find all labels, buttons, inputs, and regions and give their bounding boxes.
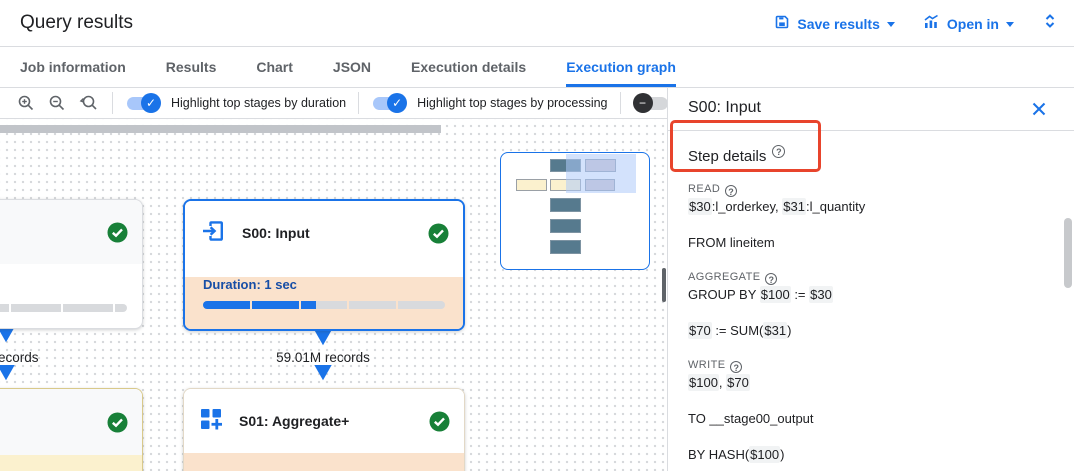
tab-execution-details[interactable]: Execution details [411,58,527,75]
dropdown-caret-icon [886,21,895,27]
close-icon[interactable] [1031,101,1047,117]
step-details-panel: S00: Input Step details? READ?$30:l_orde… [667,88,1074,471]
dropdown-caret-icon [1006,21,1014,27]
minimap-node [550,198,581,212]
panel-content: Step details? READ?$30:l_orderkey, $31:l… [668,145,1074,465]
zoom-in-icon[interactable] [17,94,35,112]
tab-chart[interactable]: Chart [256,58,293,75]
stage-duration-bar [203,301,445,309]
stage-duration-section [184,453,464,471]
toggle-highlight-duration-label: Highlight top stages by duration [171,96,347,110]
graph-toolbar: ✓ Highlight top stages by duration ✓ Hig… [0,88,668,119]
stage-card-s01[interactable]: S01: Aggregate+ [183,388,465,471]
tab-bar: Job information Results Chart JSON Execution… [0,47,1074,88]
step-section-label: READ? [688,181,1054,197]
completed-check-icon [428,223,449,244]
help-icon[interactable]: ? [772,145,786,158]
panel-scrollbar[interactable] [1064,218,1072,288]
stage-card-s00[interactable]: S00: Input Duration: 1 sec [183,199,465,331]
tab-results[interactable]: Results [165,58,217,75]
stage-card-partial-top[interactable] [0,199,143,329]
step-detail-line: GROUP BY $100 := $30 [688,286,833,303]
step-details-heading: Step details? [688,145,1054,165]
stage-card-partial-bottom[interactable] [0,388,143,471]
graph-vertical-scrollbar[interactable] [662,268,666,302]
panel-title: S00: Input [688,99,761,116]
tab-job-information[interactable]: Job information [20,58,126,75]
step-detail-line: BY HASH($100) [688,446,785,463]
step-detail-line: $30:l_orderkey, $31:l_quantity [688,198,866,215]
toolbar-divider [619,92,621,114]
help-icon[interactable]: ? [725,185,738,197]
stage-processing-section [0,455,142,471]
save-results-button[interactable]: Save results [774,14,895,33]
completed-check-icon [429,411,450,432]
edge-records-label-partial: ecords [0,350,39,365]
page-title: Query results [20,12,133,33]
minimap-node [550,219,581,233]
stage-title: S01: Aggregate+ [239,413,350,429]
save-icon [774,14,790,33]
completed-check-icon [107,412,128,433]
minimap-viewport[interactable] [566,154,636,193]
aggregate-stage-icon [198,406,224,437]
chart-icon [923,14,940,33]
expand-collapse-button[interactable] [1042,12,1058,35]
step-detail-line: TO __stage00_output [688,411,814,426]
minimap-content [501,153,649,269]
stage-title: S00: Input [242,225,310,241]
edge-records-label: 59.01M records [276,350,370,365]
panel-header: S00: Input [668,88,1074,131]
stage-duration-bar [0,304,127,312]
open-in-button[interactable]: Open in [923,14,1014,33]
step-detail-line: FROM lineitem [688,235,775,250]
toggle-off-switch[interactable]: − [632,93,671,113]
toolbar-divider [112,92,113,114]
header: Query results Save results Open in [0,0,1074,47]
reset-zoom-icon[interactable] [79,94,97,112]
zoom-out-icon[interactable] [48,94,66,112]
duration-label: Duration: 1 sec [203,277,297,292]
open-in-label: Open in [946,15,999,32]
execution-graph-canvas[interactable]: S00: Input Duration: 1 sec 59.01M record… [0,119,667,471]
step-detail-line: $70 := SUM($31) [688,322,792,339]
completed-check-icon [107,222,128,243]
minimap-node [550,240,581,254]
tab-json[interactable]: JSON [332,58,372,75]
horizontal-scrollbar[interactable] [0,125,441,133]
step-section-label: WRITE? [688,357,1054,373]
stage-duration-section: Duration: 1 sec [185,277,463,329]
input-stage-icon [199,217,227,250]
toggle-highlight-duration[interactable]: ✓ [125,93,163,113]
tab-execution-graph[interactable]: Execution graph [566,47,676,87]
toolbar-divider [358,92,360,114]
step-detail-line: $100, $70 [688,374,750,391]
toggle-highlight-processing-label: Highlight top stages by processing [417,96,608,110]
minimap[interactable] [500,152,650,270]
minimap-node [516,179,547,191]
header-actions: Save results Open in [774,0,1058,47]
toggle-highlight-processing[interactable]: ✓ [371,93,409,113]
save-results-label: Save results [797,15,880,32]
step-section-label: AGGREGATE? [688,269,1054,285]
help-icon[interactable]: ? [730,361,743,373]
help-icon[interactable]: ? [765,273,778,285]
